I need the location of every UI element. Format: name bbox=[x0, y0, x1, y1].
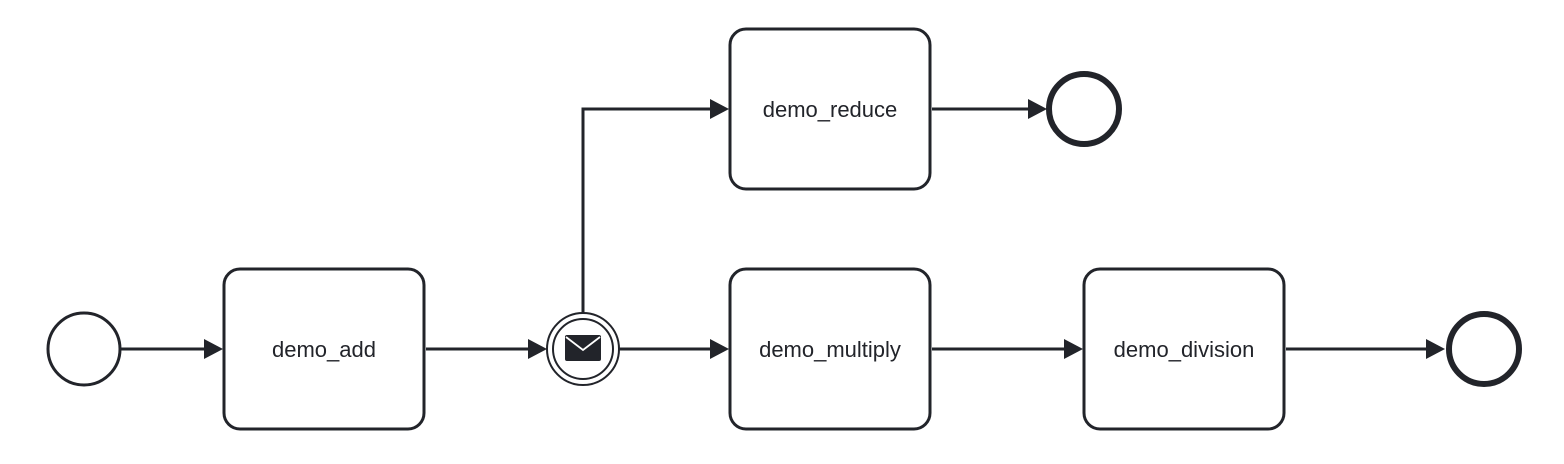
flow-add-to-event[interactable] bbox=[426, 339, 547, 359]
end-event-reduce[interactable] bbox=[1046, 71, 1122, 147]
flow-start-to-add[interactable] bbox=[120, 339, 223, 359]
flow-multiply-to-division[interactable] bbox=[932, 339, 1083, 359]
task-label-demo-division: demo_division bbox=[1114, 337, 1255, 362]
task-demo-division[interactable]: demo_division bbox=[1082, 267, 1286, 431]
flow-event-to-multiply[interactable] bbox=[619, 339, 729, 359]
task-demo-reduce[interactable]: demo_reduce bbox=[728, 27, 932, 191]
task-label-demo-multiply: demo_multiply bbox=[759, 337, 901, 362]
flow-reduce-to-end[interactable] bbox=[932, 99, 1047, 119]
envelope-icon bbox=[565, 335, 601, 361]
start-event[interactable] bbox=[46, 311, 122, 387]
task-demo-multiply[interactable]: demo_multiply bbox=[728, 267, 932, 431]
intermediate-message-event[interactable] bbox=[546, 312, 620, 386]
task-demo-add[interactable]: demo_add bbox=[222, 267, 426, 431]
end-event-division[interactable] bbox=[1446, 311, 1522, 387]
task-label-demo-add: demo_add bbox=[272, 337, 376, 362]
flow-event-to-reduce[interactable] bbox=[581, 99, 729, 313]
flow-division-to-end[interactable] bbox=[1286, 339, 1445, 359]
task-label-demo-reduce: demo_reduce bbox=[763, 97, 898, 122]
